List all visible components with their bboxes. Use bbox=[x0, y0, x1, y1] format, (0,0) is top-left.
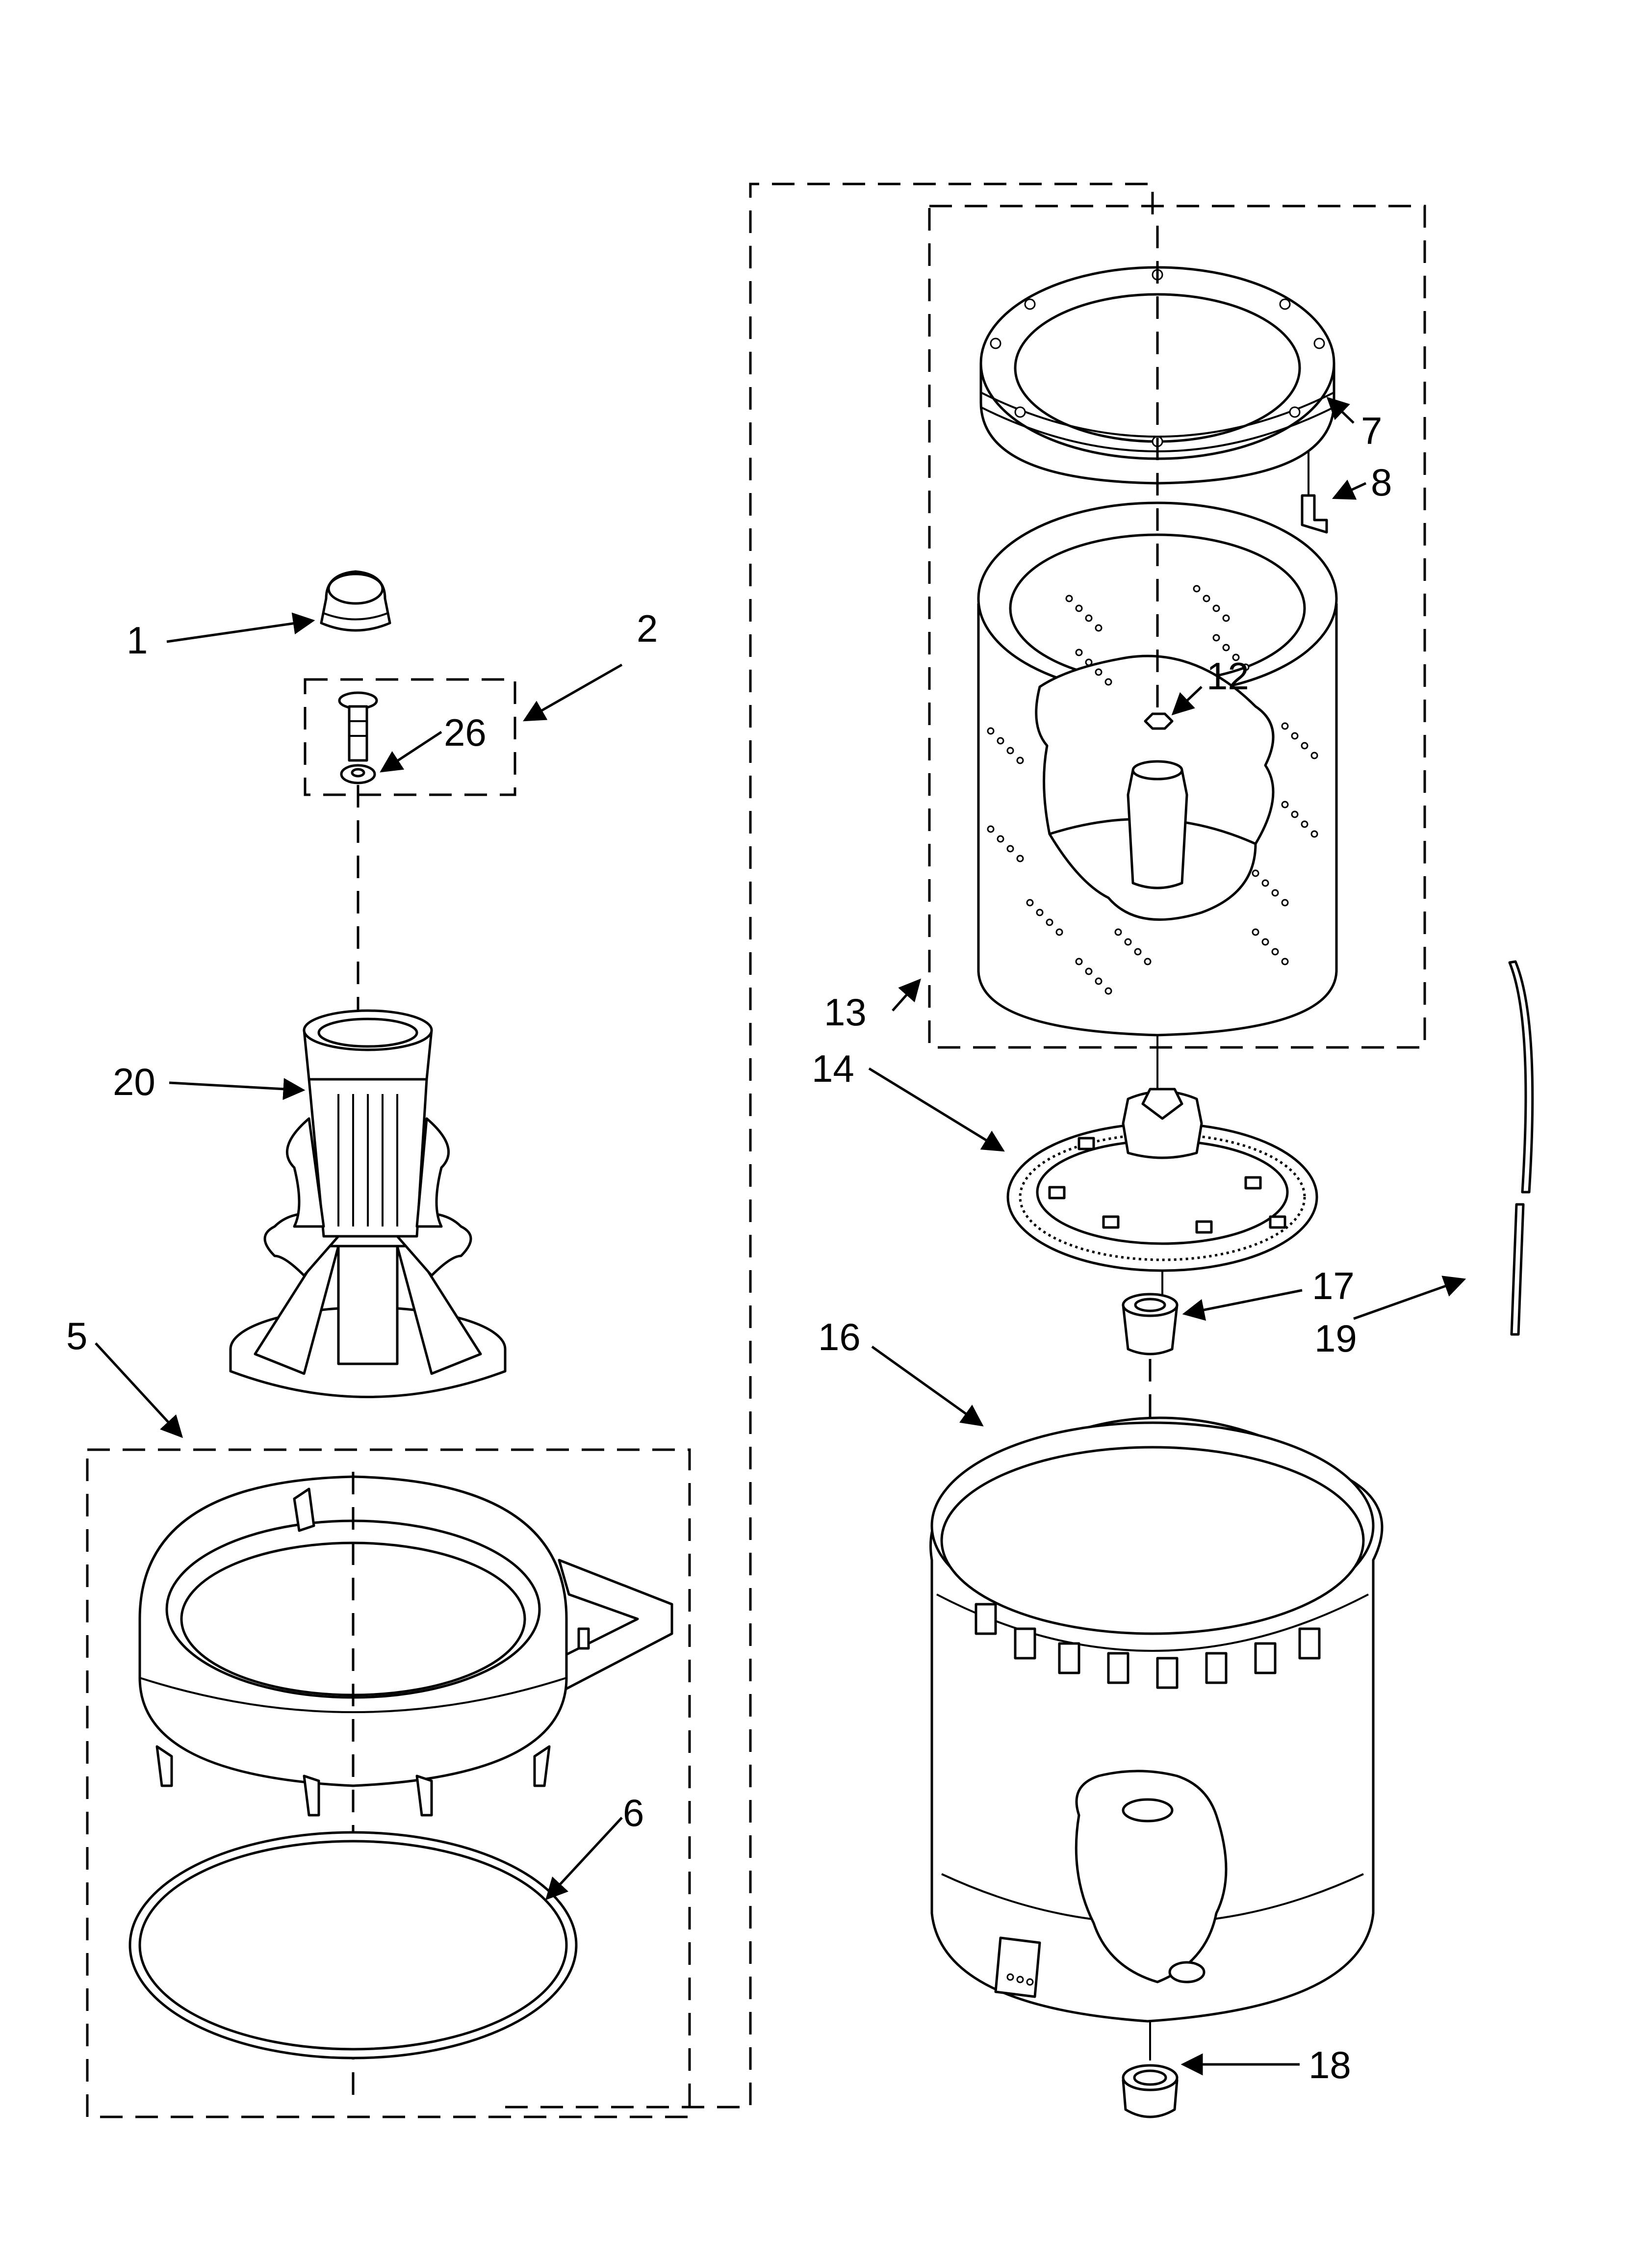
part-2-bolt bbox=[338, 691, 378, 762]
part-20-agitator bbox=[229, 1009, 507, 1398]
part-8-clip bbox=[1301, 494, 1328, 534]
group-box-2 bbox=[304, 678, 516, 796]
part-14-brush-assembly bbox=[1006, 1088, 1318, 1272]
callout-19: 19 bbox=[1314, 1317, 1357, 1360]
callout-12: 12 bbox=[1206, 654, 1249, 698]
part-13-spin-basket bbox=[977, 501, 1338, 1037]
group-box-5 bbox=[86, 1448, 691, 2118]
callout-5: 5 bbox=[66, 1314, 87, 1357]
part-6-seal-ring bbox=[128, 1831, 578, 2059]
part-16-outer-tub bbox=[929, 1416, 1384, 2023]
callout-17: 17 bbox=[1312, 1264, 1355, 1307]
callout-2: 2 bbox=[637, 607, 658, 650]
part-5-tub-ring bbox=[138, 1475, 673, 1817]
part-18-plug bbox=[1122, 2064, 1179, 2118]
callout-14: 14 bbox=[812, 1047, 854, 1090]
callout-13: 13 bbox=[824, 991, 867, 1034]
part-1-agitator-cap bbox=[320, 570, 391, 632]
assembly-connector-line bbox=[505, 182, 1154, 2109]
group-box-13 bbox=[928, 205, 1426, 1049]
basket-perforations bbox=[987, 585, 1318, 995]
callout-8: 8 bbox=[1371, 461, 1392, 504]
part-19-hose bbox=[1508, 960, 1534, 1336]
callout-1: 1 bbox=[127, 619, 148, 662]
callout-labels: 1 2 26 20 5 6 7 8 12 13 14 16 17 19 18 bbox=[66, 409, 1392, 2086]
part-26-washer bbox=[340, 764, 376, 784]
callout-16: 16 bbox=[818, 1315, 861, 1358]
callout-26: 26 bbox=[444, 711, 487, 754]
callout-18: 18 bbox=[1308, 2043, 1351, 2086]
callout-6: 6 bbox=[623, 1791, 644, 1834]
callout-20: 20 bbox=[113, 1060, 155, 1103]
part-17-bushing bbox=[1122, 1293, 1179, 1356]
tub-slots bbox=[975, 1603, 1321, 1689]
callout-7: 7 bbox=[1361, 409, 1382, 452]
leader-lines bbox=[95, 396, 1466, 2076]
